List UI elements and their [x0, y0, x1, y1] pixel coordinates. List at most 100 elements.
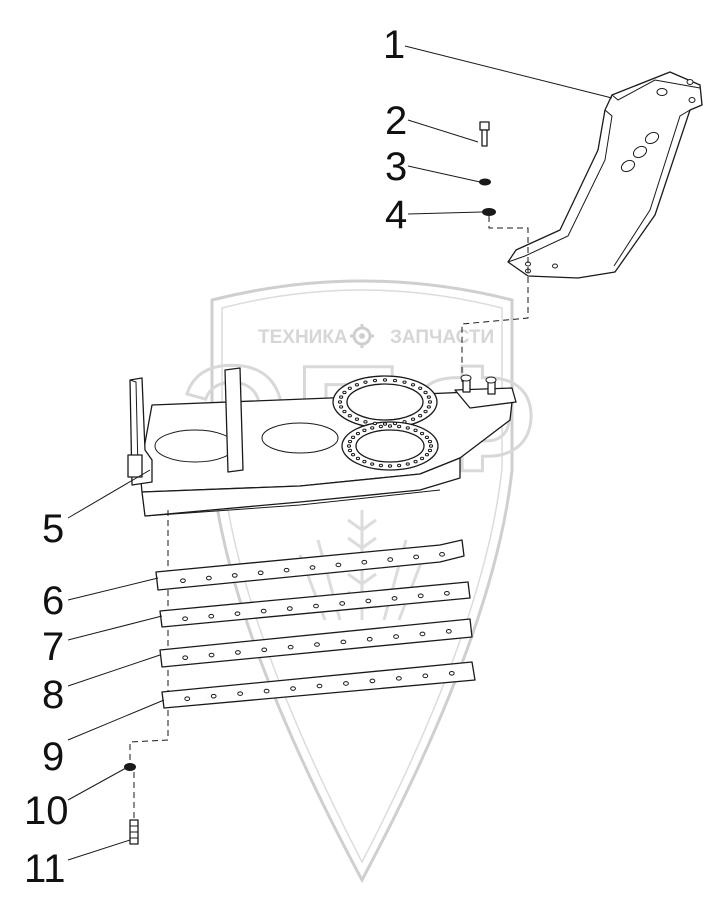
bolt-hole [347, 386, 352, 390]
bolt-hole [342, 390, 347, 395]
bolt-hole [427, 439, 433, 444]
bolt-hole [419, 431, 425, 436]
bolt-hole [418, 414, 423, 418]
bearing-ring-upper [332, 375, 438, 429]
bolt-hole [448, 670, 455, 676]
bolt-hole [362, 428, 367, 433]
bolt-hole [363, 380, 368, 384]
bolt-hole [347, 439, 353, 444]
bolt-hole [405, 462, 410, 466]
assembly-line-lower [129, 510, 169, 765]
bolt-hole [231, 573, 238, 578]
bolt-hole [410, 417, 416, 421]
bearing-bolt-holes [337, 378, 434, 468]
bolt-hole [445, 629, 452, 634]
bolt-hole [208, 652, 215, 658]
bolt-hole [260, 608, 267, 614]
bolt-hole [283, 567, 290, 573]
bolt-hole [234, 611, 241, 616]
assembly-line-upper [461, 216, 529, 382]
bolt-hole [257, 570, 264, 576]
watermark-shield [210, 279, 514, 884]
bolt-hole [395, 676, 402, 681]
bolt-hole [290, 686, 296, 691]
bolt-hole [354, 383, 360, 387]
bolt-hole [346, 444, 352, 448]
bolt-hole [365, 598, 372, 604]
bolt-hole [417, 593, 424, 599]
callout-1: 1 [383, 23, 405, 67]
part-5-main-beam [127, 367, 517, 517]
part-6-strip [155, 539, 465, 591]
bolt-hole [261, 647, 268, 653]
bolt-hole [424, 452, 430, 457]
bolt-hole [263, 688, 270, 694]
bolt-hole [428, 444, 434, 448]
bolt-hole [402, 380, 407, 384]
bolt-hole [402, 420, 407, 424]
bolt-hole [413, 459, 418, 464]
bolt-hole [309, 565, 316, 570]
bolt-hole [397, 424, 402, 429]
bolt-hole [391, 596, 398, 601]
callout-numbers: 1 2 3 4 5 6 7 8 9 10 11 [24, 23, 407, 891]
bolt-hole [337, 400, 343, 404]
bolt-hole [182, 616, 188, 622]
callout-9: 9 [42, 735, 64, 779]
bolt-hole [372, 421, 378, 426]
bolt-hole [313, 603, 319, 609]
part-10-washer [124, 763, 136, 771]
bolt-hole [387, 424, 393, 428]
part-2-bolt [479, 121, 490, 147]
bolt-hole [287, 644, 294, 650]
bolt-hole [286, 606, 293, 611]
bolt-hole [378, 424, 383, 429]
bolt-hole [392, 378, 398, 383]
bolt-hole [180, 578, 186, 583]
bolt-hole [419, 631, 426, 637]
bolt-hole [413, 554, 420, 560]
bolt-hole [208, 613, 215, 619]
bolt-hole [427, 400, 433, 404]
bolt-hole [184, 696, 191, 702]
bolt-hole [366, 636, 373, 642]
bolt-hole [237, 691, 244, 696]
leader-lines [67, 45, 613, 861]
bolt-hole [350, 435, 356, 440]
bolt-hole [347, 414, 352, 418]
bolt-hole [314, 642, 320, 647]
bolt-hole [339, 405, 344, 409]
part-11-stud [129, 819, 139, 845]
bolt-hole [444, 590, 450, 596]
bolt-hole [422, 673, 429, 679]
bolt-hole [439, 552, 445, 557]
callout-5: 5 [42, 507, 64, 551]
callout-7: 7 [42, 625, 64, 669]
bolt-hole [387, 557, 394, 562]
bolt-hole [335, 562, 342, 568]
bolt-hole [210, 693, 217, 699]
bolt-hole [418, 386, 423, 390]
bolt-hole [361, 559, 368, 565]
part-8-strip [159, 618, 473, 668]
bolt-hole [369, 678, 376, 684]
bolt-hole [419, 456, 425, 461]
callout-10: 10 [24, 789, 69, 833]
bolt-hole [413, 428, 418, 433]
bolt-hole [342, 409, 347, 414]
callout-11: 11 [24, 847, 66, 891]
bolt-hole [350, 452, 356, 457]
bolt-hole [423, 390, 428, 395]
callout-4: 4 [385, 193, 407, 237]
bolt-hole [343, 681, 349, 686]
bolt-hole [410, 383, 416, 387]
bolt-hole [387, 464, 393, 468]
bolt-hole [370, 426, 375, 430]
bolt-hole [372, 378, 378, 383]
watermark-left-text: ТЕХНИКА [258, 327, 348, 348]
gear-icon [350, 324, 374, 348]
bolt-hole [405, 426, 410, 430]
bolt-hole [354, 417, 360, 421]
